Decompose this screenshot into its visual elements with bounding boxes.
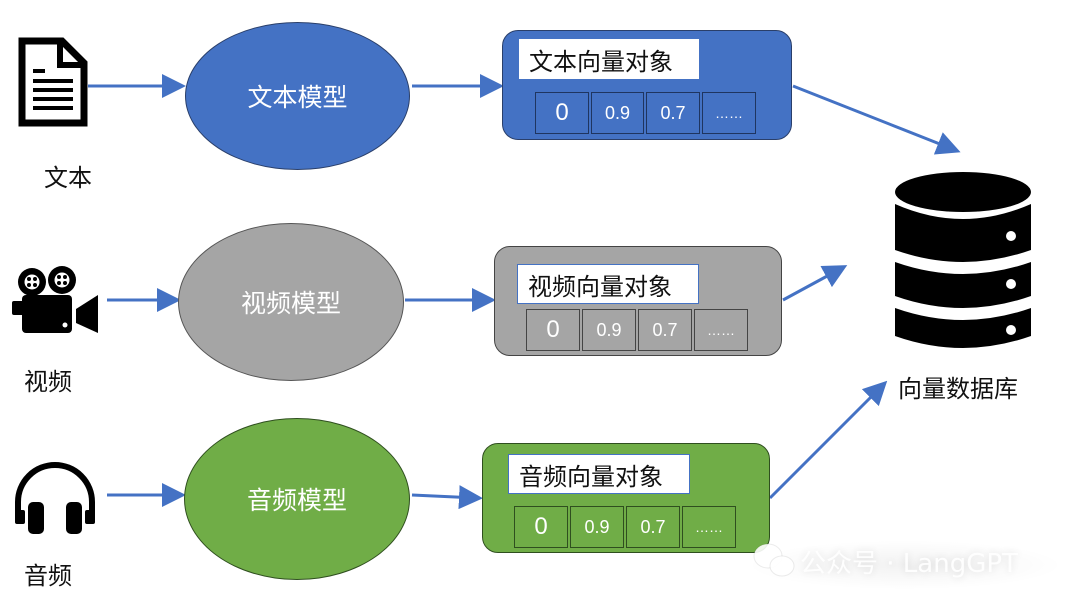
vector-cell: …… [694, 309, 748, 351]
video-model-label: 视频模型 [240, 289, 341, 318]
database-icon [895, 172, 1031, 348]
arrow-text-vector-to-db [792, 84, 961, 155]
vector-cell: 0 [526, 309, 580, 351]
database-label: 向量数据库 [898, 375, 1018, 403]
wechat-icon [753, 543, 795, 577]
video-model-node: 视频模型 [178, 223, 404, 381]
vector-cell: 0 [514, 506, 568, 548]
text-vector-cells: 0 0.9 0.7 …… [535, 92, 758, 134]
vector-cell: 0.7 [638, 309, 692, 351]
text-model-node: 文本模型 [185, 22, 410, 170]
text-vector-box: 文本向量对象 0 0.9 0.7 …… [502, 30, 792, 140]
video-vector-box: 视频向量对象 0 0.9 0.7 …… [494, 246, 782, 356]
vector-cell: 0.7 [646, 92, 700, 134]
audio-vector-box: 音频向量对象 0 0.9 0.7 …… [482, 443, 770, 553]
arrow-video-vector-to-db [782, 265, 848, 302]
video-vector-title: 视频向量对象 [517, 264, 699, 304]
vector-cell: …… [682, 506, 736, 548]
input-label-video: 视频 [24, 368, 72, 396]
audio-model-label: 音频模型 [246, 486, 347, 515]
arrow-audio-model-to-vector [411, 485, 483, 510]
text-vector-title: 文本向量对象 [519, 39, 699, 79]
video-vector-cells: 0 0.9 0.7 …… [526, 309, 750, 351]
document-icon [18, 37, 88, 127]
text-model-label: 文本模型 [247, 83, 348, 112]
vector-cell: 0.9 [591, 92, 644, 134]
headphones-icon [15, 462, 95, 534]
vector-cell: …… [702, 92, 756, 134]
audio-vector-cells: 0 0.9 0.7 …… [514, 506, 738, 548]
video-camera-icon [12, 266, 98, 333]
vector-cell: 0.9 [570, 506, 624, 548]
vector-cell: 0 [535, 92, 589, 134]
vector-cell: 0.9 [582, 309, 636, 351]
watermark-text: 公众号 · LangGPT [800, 549, 1018, 579]
input-label-audio: 音频 [24, 562, 72, 590]
audio-vector-title: 音频向量对象 [508, 454, 690, 494]
watermark-backdrop [745, 540, 1065, 590]
audio-model-node: 音频模型 [184, 418, 410, 580]
vector-cell: 0.7 [626, 506, 680, 548]
arrow-audio-vector-to-db [768, 380, 888, 500]
input-label-text: 文本 [44, 164, 92, 192]
